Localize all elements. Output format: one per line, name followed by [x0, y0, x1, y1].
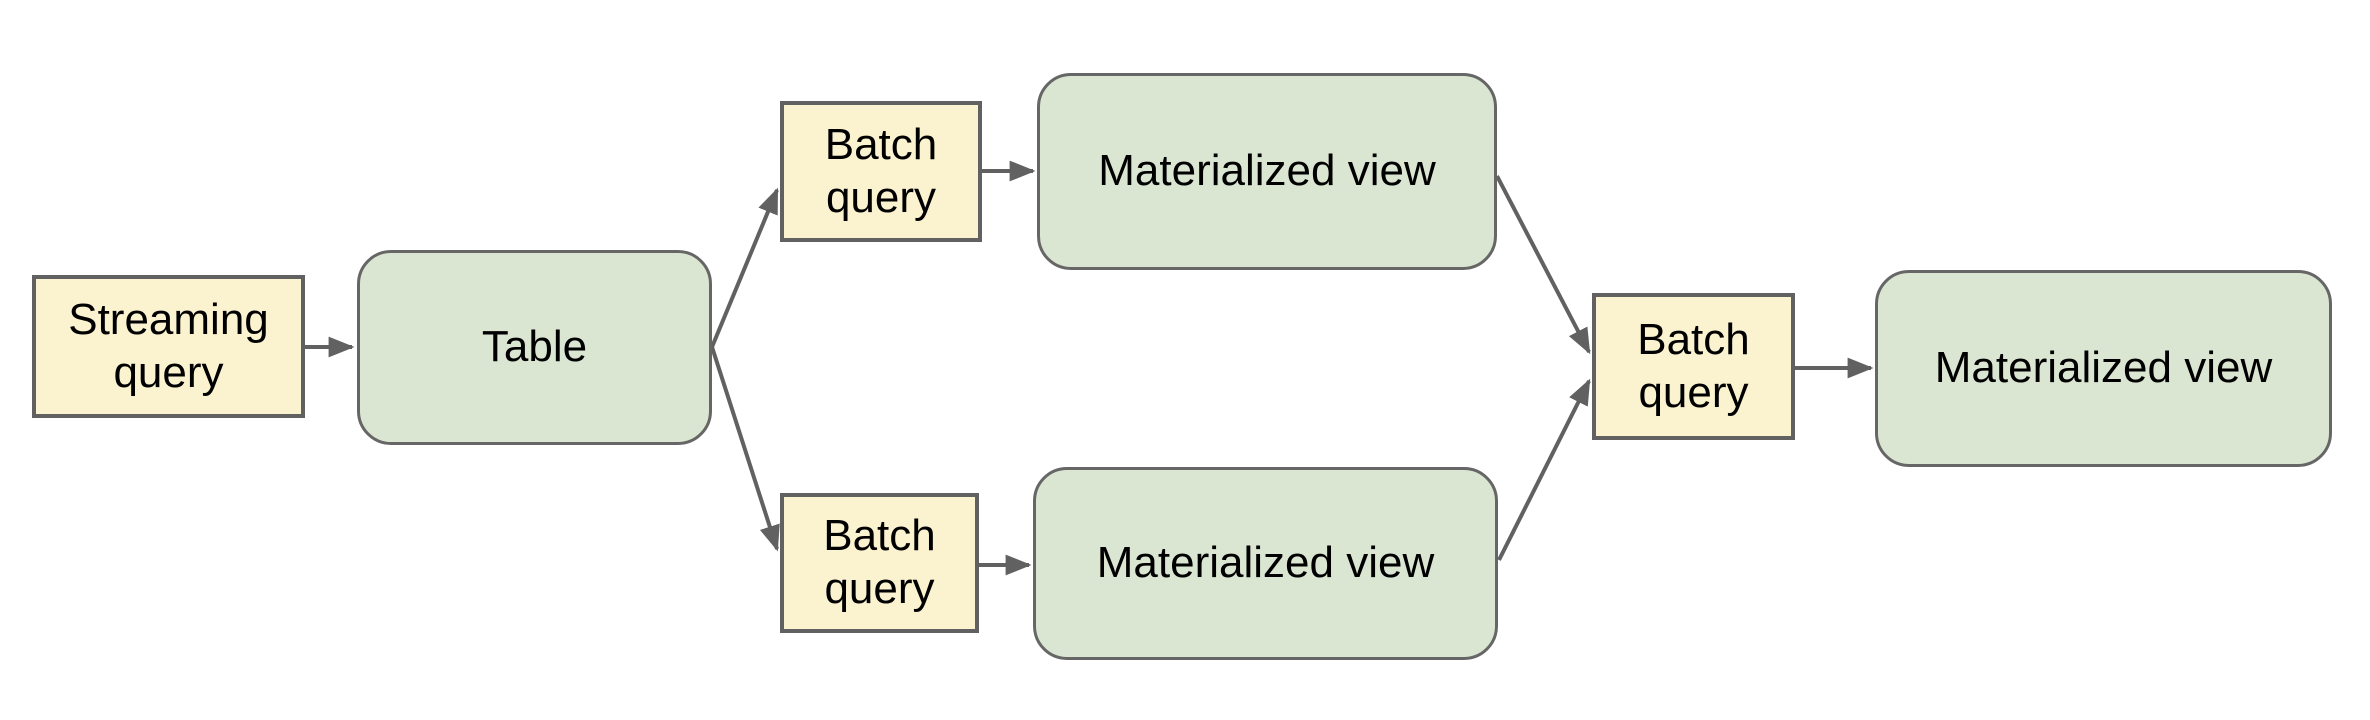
node-materialized-view-top: Materialized view — [1037, 73, 1497, 270]
edge-materialized-view-top-to-batch-query-right — [1495, 175, 1591, 355]
node-label: Batch query — [824, 119, 938, 222]
node-label: Materialized view — [1934, 343, 2273, 393]
node-batch-query-top: Batch query — [780, 101, 982, 242]
edge-table-to-batch-query-top — [710, 187, 779, 348]
node-materialized-view-final: Materialized view — [1875, 270, 2332, 467]
node-label: Table — [481, 322, 588, 372]
node-materialized-view-bottom: Materialized view — [1033, 467, 1498, 660]
node-label: Batch query — [1637, 314, 1750, 417]
edge-table-to-batch-query-bottom — [710, 346, 780, 552]
node-label: Materialized view — [1098, 146, 1436, 196]
node-streaming-query: Streaming query — [32, 275, 305, 418]
node-label: Materialized view — [1096, 538, 1435, 588]
edge-materialized-view-bottom-to-batch-query-right — [1497, 378, 1591, 561]
node-label: Batch query — [823, 511, 936, 613]
node-label: Streaming query — [68, 294, 269, 397]
node-table: Table — [357, 250, 712, 445]
node-batch-query-bottom: Batch query — [780, 493, 979, 633]
node-batch-query-right: Batch query — [1592, 293, 1795, 440]
